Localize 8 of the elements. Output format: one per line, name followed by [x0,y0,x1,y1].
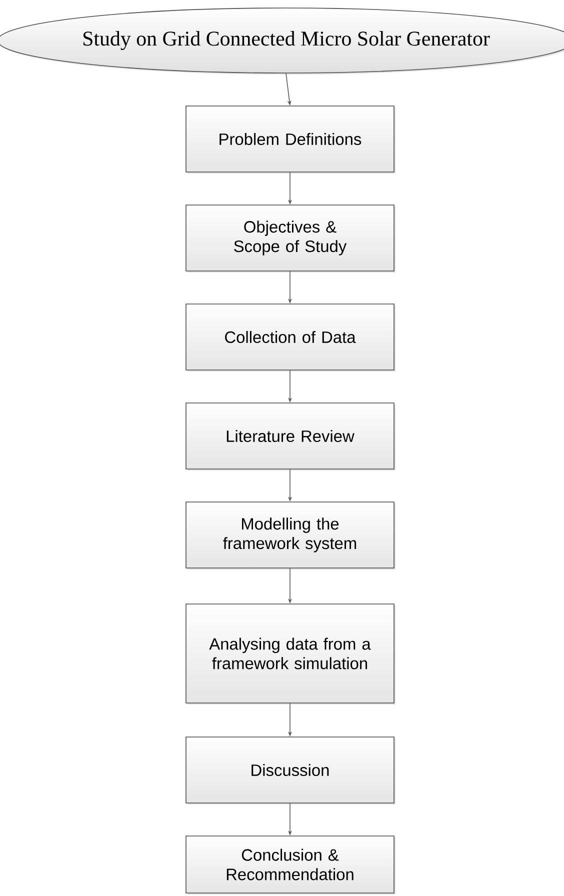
process-box: Analysing data from a framework simulation [186,604,396,704]
process-box: Problem Definitions [186,106,396,174]
process-box: Objectives & Scope of Study [186,204,396,272]
process-box: Conclusion & Recommendation [186,836,396,894]
process-box: Discussion [186,736,396,804]
process-box: Literature Review [186,402,396,470]
process-box: Modelling the framework system [186,502,396,570]
process-box: Collection of Data [186,304,396,372]
